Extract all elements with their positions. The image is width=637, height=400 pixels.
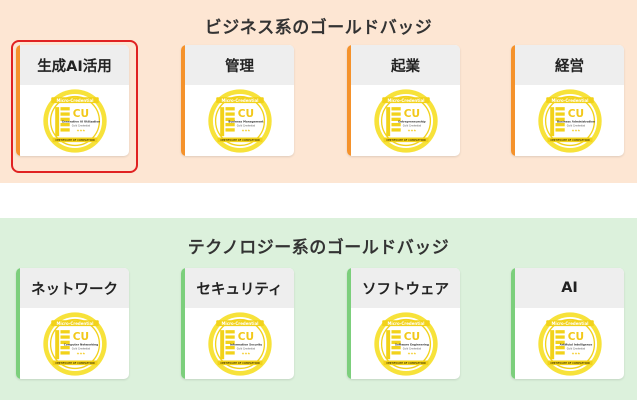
card-label: AI (515, 268, 624, 308)
gold-badge-icon: Micro-Credential CU Business Administrat… (537, 88, 602, 153)
badge-letters: CU (403, 108, 419, 120)
card-label: 起業 (351, 45, 460, 85)
badge-top-text: Micro-Credential (221, 320, 259, 325)
badge-stars: ★★★ (571, 351, 580, 355)
badge-letters: CU (567, 108, 583, 120)
badge-stars: ★★★ (241, 351, 250, 355)
gold-badge-icon: Micro-Credential CU Information Security… (207, 311, 272, 376)
tech-section-title: テクノロジー系のゴールドバッジ (187, 238, 450, 258)
badge-bottom-text: CERTIFICATE OF COMPLETION (550, 139, 589, 142)
badge-level: Gold Credential (71, 124, 90, 127)
badge-level: Gold Credential (236, 124, 255, 127)
badge-stars: ★★★ (407, 351, 416, 355)
badge-subject: Software Engineering (395, 342, 429, 346)
badge-top-text: Micro-Credential (551, 97, 589, 102)
badge-bottom-text: CERTIFICATE OF COMPLETION (220, 139, 259, 142)
badge-card-business-administration[interactable]: 経営 Micro-Credential CU Business Administ… (511, 45, 624, 156)
card-label: ネットワーク (20, 268, 129, 308)
gold-badge-icon: Micro-Credential CU Computer Networking … (42, 311, 107, 376)
business-badge-section: ビジネス系のゴールドバッジ 生成AI活用 Micro-Credential CU… (0, 0, 637, 183)
badge-subject: Business Management (228, 119, 264, 123)
badge-top-text: Micro-Credential (56, 320, 94, 325)
badge-card-software[interactable]: ソフトウェア Micro-Credential CU Software Engi… (347, 268, 460, 379)
badge-card-security[interactable]: セキュリティ Micro-Credential CU Information S… (181, 268, 294, 379)
badge-level: Gold Credential (402, 124, 421, 127)
badge-letters: CU (403, 331, 419, 343)
badge-letters: CU (72, 108, 88, 120)
badge-level: Gold Credential (71, 347, 90, 350)
badge-card-networking[interactable]: ネットワーク Micro-Credential CU Computer Netw… (16, 268, 129, 379)
gold-badge-icon: Micro-Credential CU Software Engineering… (373, 311, 438, 376)
card-label: 生成AI活用 (20, 45, 129, 85)
badge-card-generative-ai[interactable]: 生成AI活用 Micro-Credential CU Generative AI… (16, 45, 129, 156)
badge-bottom-text: CERTIFICATE OF COMPLETION (55, 362, 94, 365)
badge-card-ai[interactable]: AI Micro-Credential CU Artificial Intell… (511, 268, 624, 379)
gold-badge-icon: Micro-Credential CU Generative AI Utiliz… (42, 88, 107, 153)
badge-level: Gold Credential (402, 347, 421, 350)
badge-stars: ★★★ (76, 351, 85, 355)
badge-letters: CU (567, 331, 583, 343)
badge-top-text: Micro-Credential (221, 97, 259, 102)
badge-bottom-text: CERTIFICATE OF COMPLETION (386, 362, 425, 365)
gold-badge-icon: Micro-Credential CU Business Management … (207, 88, 272, 153)
badge-subject: Computer Networking (63, 342, 97, 346)
badge-letters: CU (72, 331, 88, 343)
gold-badge-icon: Micro-Credential CU Entrepreneurship Gol… (373, 88, 438, 153)
badge-level: Gold Credential (566, 347, 585, 350)
badge-subject: Business Administration (556, 119, 594, 123)
gold-badge-icon: Micro-Credential CU Artificial Intellige… (537, 311, 602, 376)
card-label: ソフトウェア (351, 268, 460, 308)
badge-top-text: Micro-Credential (387, 97, 425, 102)
badge-stars: ★★★ (241, 128, 250, 132)
badge-letters: CU (237, 331, 253, 343)
badge-stars: ★★★ (407, 128, 416, 132)
badge-bottom-text: CERTIFICATE OF COMPLETION (386, 139, 425, 142)
badge-letters: CU (237, 108, 253, 120)
badge-top-text: Micro-Credential (56, 97, 94, 102)
badge-top-text: Micro-Credential (387, 320, 425, 325)
badge-subject: Information Security (229, 342, 261, 346)
card-label: 管理 (185, 45, 294, 85)
badge-subject: Artificial Intelligence (559, 342, 592, 346)
badge-top-text: Micro-Credential (551, 320, 589, 325)
badge-bottom-text: CERTIFICATE OF COMPLETION (550, 362, 589, 365)
badge-stars: ★★★ (571, 128, 580, 132)
badge-card-entrepreneurship[interactable]: 起業 Micro-Credential CU Entrepreneurship … (347, 45, 460, 156)
badge-subject: Generative AI Utilization (61, 119, 99, 123)
technology-badge-section: テクノロジー系のゴールドバッジ ネットワーク Micro-Credential … (0, 218, 637, 400)
card-label: セキュリティ (185, 268, 294, 308)
badge-subject: Entrepreneurship (398, 119, 425, 123)
badge-bottom-text: CERTIFICATE OF COMPLETION (55, 139, 94, 142)
badge-level: Gold Credential (236, 347, 255, 350)
badge-stars: ★★★ (76, 128, 85, 132)
business-section-title: ビジネス系のゴールドバッジ (204, 18, 433, 38)
badge-bottom-text: CERTIFICATE OF COMPLETION (220, 362, 259, 365)
card-label: 経営 (515, 45, 624, 85)
badge-card-management[interactable]: 管理 Micro-Credential CU Business Manageme… (181, 45, 294, 156)
badge-level: Gold Credential (566, 124, 585, 127)
